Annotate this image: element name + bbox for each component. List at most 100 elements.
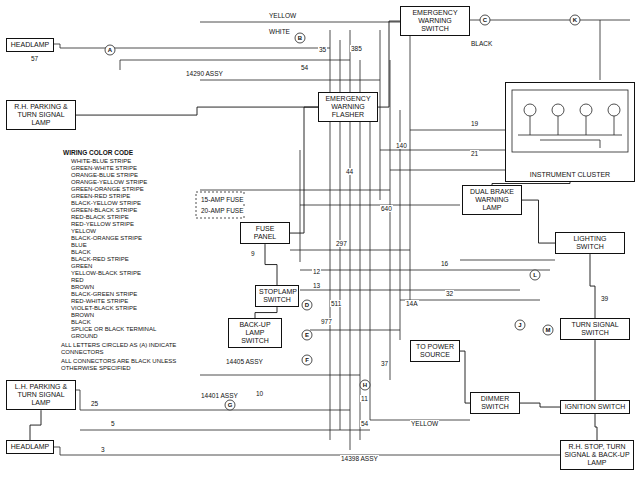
wire-group: [54, 20, 630, 455]
wire-connector: [378, 21, 400, 107]
wire-number: 35: [318, 46, 327, 53]
component-box: TO POWER SOURCE: [410, 340, 460, 362]
component-box: HEADLAMP: [6, 440, 54, 454]
wire-number: BLACK: [470, 40, 493, 47]
connector-circle: [543, 325, 553, 335]
connector-letter: E: [305, 332, 309, 339]
connector-letter: C: [483, 17, 487, 24]
component-label: EMERGENCY WARNING SWITCH: [404, 9, 466, 33]
color-code-entry: RED-BLACK STRIPE: [70, 214, 130, 221]
wire-number: 14398 ASSY: [340, 455, 379, 462]
wire-number: 640: [380, 205, 393, 212]
component-box: FUSE PANEL: [240, 222, 290, 244]
color-code-entry: YELLOW-BLACK STRIPE: [70, 270, 142, 277]
wire-number: 14A: [405, 300, 419, 307]
color-code-entry: BLACK-YELLOW STRIPE: [70, 200, 142, 207]
wire-number: 21: [470, 150, 479, 157]
connector-circle: [515, 320, 525, 330]
cross-wires: [60, 22, 560, 455]
gauge-lamp: [580, 104, 592, 116]
component-label: IGNITION SWITCH: [564, 403, 626, 411]
component-box: DIMMER SWITCH: [470, 392, 520, 414]
color-code-entry: BLACK-ORANGE STRIPE: [70, 235, 143, 242]
bus-wires: [300, 30, 410, 450]
table-heading: WIRING COLOR CODE: [62, 149, 134, 156]
component-box: L.H. PARKING & TURN SIGNAL LAMP: [6, 380, 76, 410]
color-code-entry: RED: [70, 277, 85, 284]
component-box: BACK-UP LAMP SWITCH: [228, 318, 282, 348]
wire-number: 14290 ASSY: [185, 70, 224, 77]
wire-number: 12: [312, 268, 321, 275]
fuse-outline: [196, 192, 244, 218]
component-label: DUAL BRAKE WARNING LAMP: [466, 188, 518, 212]
component-box: R.H. STOP, TURN SIGNAL & BACK-UP LAMP: [560, 440, 634, 470]
color-code-entry: SPLICE OR BLACK TERMINAL: [70, 326, 157, 333]
connector-circle: [302, 355, 312, 365]
component-label: EMERGENCY WARNING FLASHER: [322, 95, 374, 119]
wire-number: 54: [360, 420, 369, 427]
component-box: IGNITION SWITCH: [560, 400, 630, 414]
color-code-entry: RED-YELLOW STRIPE: [70, 221, 135, 228]
component-box: DUAL BRAKE WARNING LAMP: [462, 185, 522, 215]
component-label: INSTRUMENT CLUSTER: [528, 171, 612, 179]
component-label: BACK-UP LAMP SWITCH: [232, 321, 278, 345]
component-label: TO POWER SOURCE: [414, 343, 456, 359]
color-code-entry: BLACK-RED STRIPE: [70, 256, 130, 263]
wire-connector: [595, 340, 596, 400]
component-label: STOPLAMP SWITCH: [259, 288, 295, 304]
wire-number: 977: [320, 318, 333, 325]
component-box: INSTRUMENT CLUSTER: [505, 82, 635, 182]
color-code-entry: ORANGE-BLUE STRIPE: [70, 172, 139, 179]
wire-number: 9: [250, 250, 256, 257]
wire-number: 3: [100, 446, 106, 453]
gauge-lamp: [524, 104, 536, 116]
lamp-leads: [54, 20, 630, 455]
diagram-note: ALL LETTERS CIRCLED AS (A) INDICATE CONN…: [60, 342, 202, 355]
gauge-lamp: [552, 104, 564, 116]
wire-connector: [255, 307, 277, 318]
color-code-entry: GREEN-ORANGE STRIPE: [70, 186, 145, 193]
component-label: HEADLAMP: [10, 41, 50, 49]
color-code-entry: BROWN: [70, 312, 95, 319]
connector-letter: K: [573, 17, 577, 24]
component-box: LIGHTING SWITCH: [555, 232, 625, 254]
connector-circle: [295, 33, 305, 43]
color-code-entry: YELLOW: [70, 228, 97, 235]
connector-letter: L: [533, 272, 537, 279]
color-code-entry: VIOLET-BLACK STRIPE: [70, 305, 138, 312]
color-code-entry: ORANGE-YELLOW STRIPE: [70, 179, 148, 186]
color-code-entry: BLACK: [70, 249, 92, 256]
wire-number: 39: [600, 295, 609, 302]
wire-connector: [522, 200, 555, 243]
wire-number: 10: [255, 390, 264, 397]
component-box: TURN SIGNAL SWITCH: [560, 318, 630, 340]
wire-number: 44: [345, 168, 354, 175]
wire-number: 16: [440, 260, 449, 267]
wire-number: 385: [350, 45, 363, 52]
cluster-circuit: [518, 116, 622, 148]
component-label: L.H. PARKING & TURN SIGNAL LAMP: [10, 383, 72, 407]
wire-number: 14401 ASSY: [200, 392, 239, 399]
component-box: HEADLAMP: [6, 38, 54, 52]
wire-number: 57: [30, 55, 39, 62]
wire-number: 13: [312, 282, 321, 289]
wire-number: 5: [110, 420, 116, 427]
connector-circle: [480, 15, 490, 25]
wire-number: 54: [300, 64, 309, 71]
wire-connector: [595, 414, 597, 440]
connector-letter: A: [108, 47, 112, 54]
wire-number: 37: [380, 360, 389, 367]
connector-letter: G: [228, 402, 233, 409]
wire-connector: [265, 244, 277, 285]
color-code-entry: GREEN-WHITE STRIPE: [70, 165, 138, 172]
wire-number: 20-AMP FUSE: [200, 207, 245, 214]
wire-number: 25: [90, 400, 99, 407]
wire-number: WHITE: [268, 28, 291, 35]
gauge-lamp: [608, 104, 620, 116]
color-code-entry: GROUND: [70, 333, 99, 340]
component-box: R.H. PARKING & TURN SIGNAL LAMP: [6, 100, 76, 130]
connector-letter: B: [298, 35, 302, 42]
wire-number: 15-AMP FUSE: [200, 196, 245, 203]
connector-letter: H: [363, 382, 367, 389]
color-code-entry: GREEN: [70, 263, 93, 270]
